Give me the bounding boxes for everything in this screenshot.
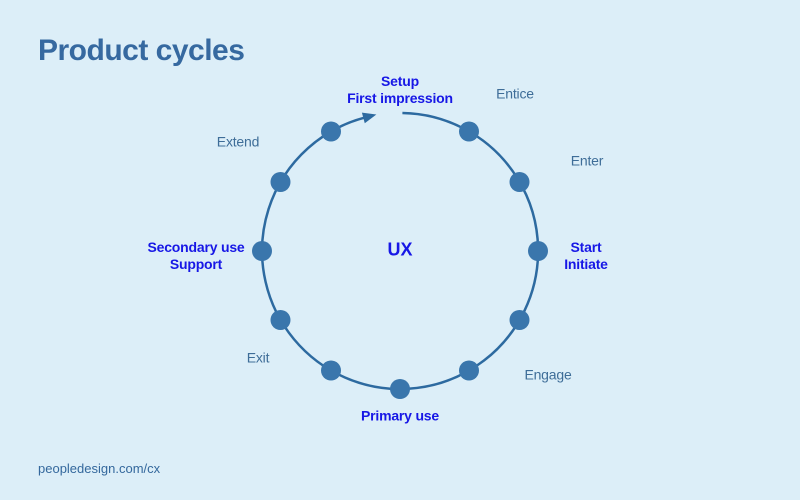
cycle-dot <box>509 172 530 192</box>
stage-label-engage: Engage <box>524 366 572 383</box>
cycle-dot <box>252 241 272 261</box>
stage-label-enter: Enter <box>570 152 604 169</box>
stage-label-secondary-use: Secondary use Support <box>147 238 245 272</box>
cycle-dot <box>509 310 530 330</box>
stage-label-primary-use: Primary use <box>361 407 439 424</box>
stage-label-exit: Exit <box>246 349 270 366</box>
page-title: Product cycles <box>38 34 245 67</box>
stage-label-extend: Extend <box>216 133 260 150</box>
stage-label-setup: Setup First impression <box>347 72 453 106</box>
cycle-dot <box>528 241 548 261</box>
center-label-ux: UX <box>387 239 413 260</box>
cycle-dot <box>270 172 291 192</box>
cycle-dot <box>459 121 479 142</box>
cycle-dot <box>321 121 341 142</box>
cycle-ring <box>260 111 540 391</box>
stage-label-start: Start Initiate <box>564 238 608 272</box>
cycle-dot <box>459 360 479 381</box>
cycle-dot <box>321 360 341 381</box>
cycle-dot <box>390 379 410 399</box>
cycle-dot <box>270 310 291 330</box>
stage-label-entice: Entice <box>496 85 534 102</box>
footer-url: peopledesign.com/cx <box>38 461 161 476</box>
